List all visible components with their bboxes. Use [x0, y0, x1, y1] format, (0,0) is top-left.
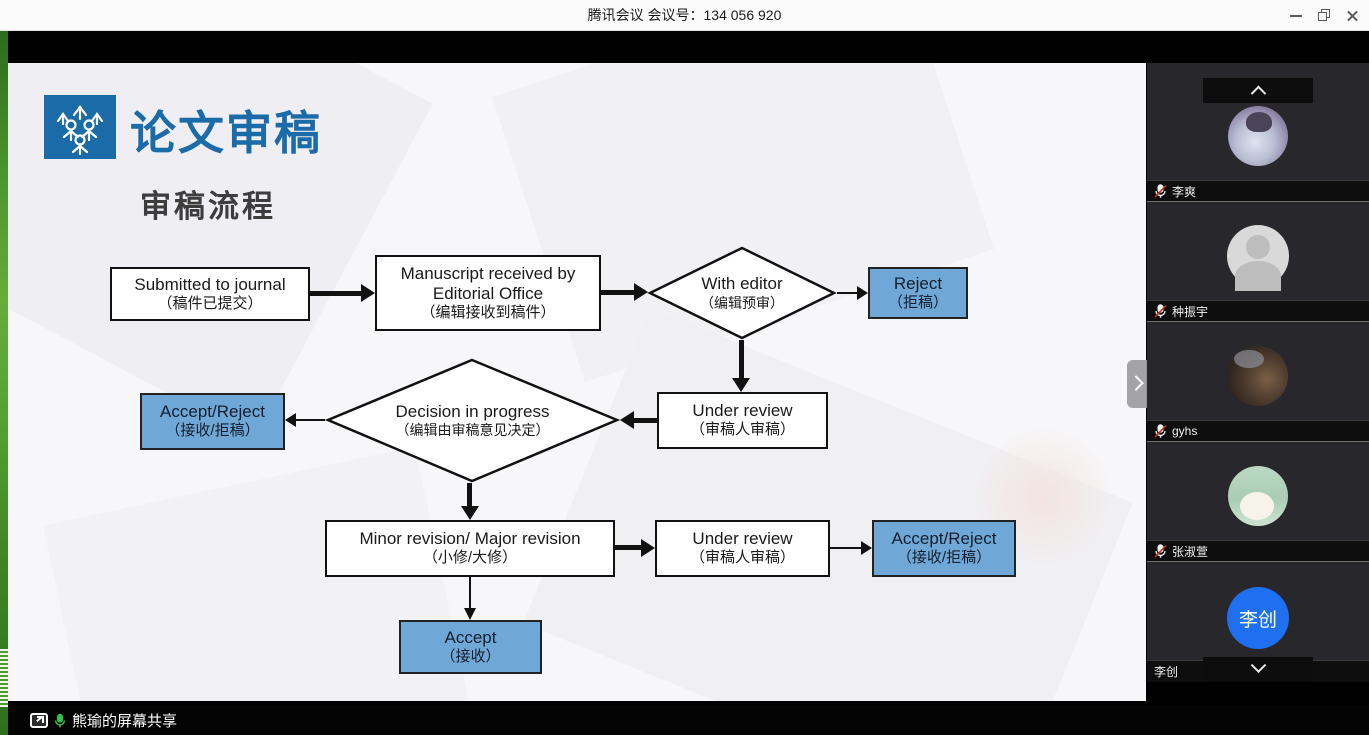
flow-arrowhead: [464, 608, 476, 620]
meeting-title: 腾讯会议 会议号：134 056 920: [587, 7, 782, 23]
flow-node-accept-reject-2: Accept/Reject （接收/拒稿）: [872, 520, 1016, 577]
minimize-icon: [1290, 15, 1302, 17]
avatar-initials: 李创: [1238, 609, 1277, 631]
avatar: [1227, 225, 1289, 291]
restore-button[interactable]: [1307, 0, 1341, 31]
close-button[interactable]: [1335, 0, 1369, 31]
flow-arrowhead: [732, 378, 750, 392]
flow-arrowhead: [634, 283, 648, 301]
participant-name: gyhs: [1172, 424, 1198, 438]
screen-share-status: 熊瑜的屏幕共享: [30, 705, 177, 735]
participant-name: 李爽: [1172, 184, 1197, 199]
chevron-right-icon: [1127, 374, 1144, 391]
desktop-taskbar-fragment: [0, 649, 8, 707]
flow-node-manuscript: Manuscript received by Editorial Office …: [375, 255, 601, 331]
flow-arrowhead: [461, 506, 479, 520]
flow-arrow: [830, 547, 861, 549]
flow-node-decision: Decision in progress （编辑由审稿意见决定）: [325, 358, 620, 483]
flow-arrow: [296, 419, 325, 421]
participant-name: 张淑萱: [1172, 544, 1209, 559]
participant-name-bar: 张淑萱: [1147, 540, 1369, 562]
diamond-shape: [647, 246, 837, 340]
muted-mic-icon: [1154, 303, 1167, 319]
flow-arrow: [469, 577, 471, 608]
logo-people-icon: [56, 105, 104, 156]
flow-arrow: [739, 340, 744, 378]
participant-name-bar: 李爽: [1147, 180, 1369, 202]
flow-arrowhead: [361, 284, 375, 302]
avatar: [1228, 466, 1288, 526]
flow-arrowhead: [857, 286, 868, 300]
muted-mic-icon: [1154, 543, 1167, 559]
chevron-down-icon: [1250, 657, 1266, 674]
flow-arrow: [615, 545, 641, 550]
participant-tile: gyhs: [1147, 322, 1369, 442]
participant-tile: 种振宇: [1147, 202, 1369, 322]
share-label: 熊瑜的屏幕共享: [72, 712, 178, 730]
muted-mic-icon: [1154, 183, 1167, 199]
slide-title: 论文审稿: [130, 107, 322, 159]
flow-arrow: [467, 483, 472, 506]
sidebar-collapse-handle[interactable]: [1127, 360, 1147, 408]
slide-subtitle: 审稿流程: [140, 189, 276, 224]
scroll-down-button[interactable]: [1203, 657, 1313, 682]
flow-node-with-editor: With editor （编辑预审）: [647, 246, 837, 340]
participant-tile: 李创 李创: [1147, 562, 1369, 682]
flow-node-reject: Reject （拒稿）: [868, 267, 968, 319]
bottom-status-bar: 熊瑜的屏幕共享: [0, 705, 1369, 735]
title-bar: 腾讯会议 会议号：134 056 920: [0, 0, 1369, 31]
diamond-shape: [325, 358, 620, 483]
flow-node-accept-reject-1: Accept/Reject （接收/拒稿）: [140, 393, 285, 450]
participant-tile: 李爽: [1147, 63, 1369, 202]
participant-name: 种振宇: [1172, 304, 1209, 319]
screen-share-icon: [30, 712, 48, 728]
avatar: [1228, 346, 1288, 406]
shared-screen-slide: 论文审稿 审稿流程 Submitted to journal （稿件已提交） M…: [8, 63, 1146, 701]
flow-arrowhead: [620, 411, 634, 429]
desktop-background-strip: [0, 31, 8, 735]
journal-logo: [44, 95, 116, 159]
participant-name-bar: 种振宇: [1147, 300, 1369, 322]
chevron-up-icon: [1250, 85, 1266, 102]
participant-tile: 张淑萱: [1147, 442, 1369, 562]
flow-arrow: [837, 292, 857, 294]
flow-arrowhead: [861, 541, 872, 555]
participants-sidebar: 李爽 种振宇 gyhs: [1147, 63, 1369, 705]
flow-node-under-review-2: Under review （审稿人审稿）: [655, 520, 830, 577]
flow-node-minor-major: Minor revision/ Major revision （小修/大修）: [325, 520, 615, 577]
flow-node-submitted: Submitted to journal （稿件已提交）: [110, 267, 310, 321]
participant-name: 李创: [1154, 665, 1179, 679]
flow-arrowhead: [641, 539, 655, 557]
avatar: [1228, 106, 1288, 166]
active-mic-icon: [54, 713, 66, 728]
scroll-up-button[interactable]: [1203, 78, 1313, 103]
flow-node-under-review-1: Under review （审稿人审稿）: [657, 392, 828, 449]
participant-name-bar: gyhs: [1147, 420, 1369, 442]
flow-arrow: [310, 291, 361, 296]
avatar: 李创: [1227, 587, 1289, 649]
flow-node-accept: Accept （接收）: [399, 620, 542, 674]
flow-arrow: [601, 290, 634, 295]
flow-arrow: [634, 418, 657, 423]
minimize-button[interactable]: [1279, 0, 1313, 31]
muted-mic-icon: [1154, 423, 1167, 439]
flow-arrowhead: [285, 413, 296, 427]
